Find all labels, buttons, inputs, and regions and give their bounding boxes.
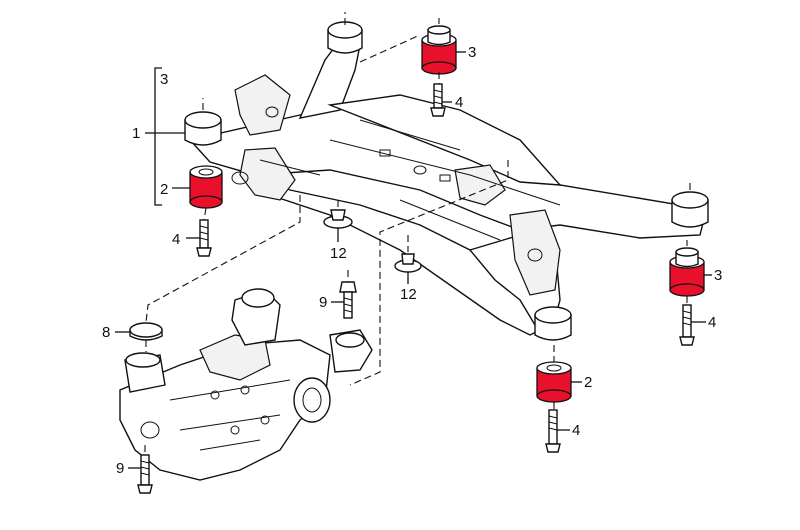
callout-4-right: 4 (708, 314, 716, 331)
callout-1: 1 (132, 125, 140, 142)
bushing-part-3-right (669, 247, 705, 297)
mount-tower-right (671, 191, 709, 228)
callout-labels: 1 3 2 4 3 4 3 4 2 4 12 12 9 8 9 (102, 44, 722, 477)
washer-part-8 (129, 322, 163, 341)
callout-4-bottom: 4 (572, 422, 580, 439)
callout-2-left: 2 (160, 181, 168, 198)
bushing-part-2-bottom (536, 361, 572, 403)
callout-3-top-right: 3 (468, 44, 476, 61)
assembly-lines (144, 12, 691, 455)
callout-2-bottom: 2 (584, 374, 592, 391)
callout-3-left: 3 (160, 71, 168, 88)
callout-9-upper: 9 (319, 294, 327, 311)
mount-tower-top (327, 21, 363, 54)
bushing-part-3-top-right (421, 25, 457, 75)
bolt-part-9-lower (137, 454, 153, 494)
callout-4-top-right: 4 (455, 94, 463, 111)
callout-12-right: 12 (400, 286, 417, 303)
callout-8: 8 (102, 324, 110, 341)
callout-3-right: 3 (714, 267, 722, 284)
bolt-part-4-right (679, 304, 695, 346)
mount-tower-left (184, 111, 222, 146)
rear-differential (119, 288, 373, 481)
mount-tower-bottom (534, 306, 572, 341)
bolt-part-4-bottom (545, 409, 561, 453)
bushing-part-2-left (189, 165, 223, 209)
leader-lines (115, 51, 712, 469)
callout-9-lower: 9 (116, 460, 124, 477)
bolt-part-4-top-right (430, 83, 446, 117)
callout-4-left: 4 (172, 231, 180, 248)
bolt-part-9-upper (339, 281, 357, 319)
callout-12-center: 12 (330, 245, 347, 262)
